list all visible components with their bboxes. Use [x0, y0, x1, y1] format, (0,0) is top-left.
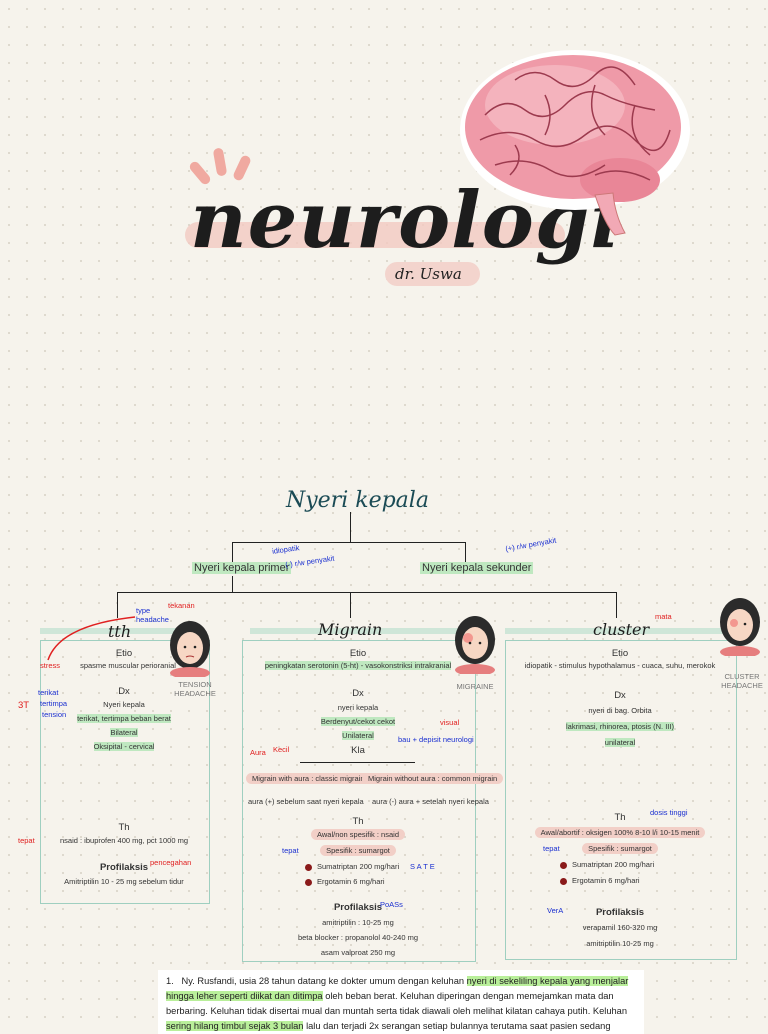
case-highlight-1: nyeri di sekeliling kepala yang menj	[466, 976, 613, 986]
migrain-etio: peningkatan serotonin (5-ht) - vasokonst…	[264, 661, 452, 670]
cluster-dx-3: unilateral	[604, 738, 636, 747]
cluster-dx-heading: Dx	[614, 690, 626, 701]
tth-dx-2: terikat, tertimpa beban berat	[77, 714, 171, 723]
migrain-dx-2: Berdenyut/cekot cekot	[320, 717, 396, 726]
cluster-headache-avatar	[720, 598, 760, 656]
tth-pro-heading: Profilaksis	[99, 862, 149, 873]
cluster-pro-note: VerA	[547, 906, 564, 915]
migrain-pro-1: amitriptilin : 10-25 mg	[322, 918, 394, 927]
sekunder-label: Nyeri kepala sekunder	[420, 562, 534, 574]
migrain-pro-2: beta blocker : propanolol 40-240 mg	[297, 933, 419, 942]
tree-root-title: Nyeri kepala	[286, 488, 429, 513]
cluster-th-3: Sumatriptan 200 mg/hari	[572, 860, 655, 869]
migrain-pro-3: asam valproat 250 mg	[320, 948, 396, 957]
tth-dx-heading: Dx	[118, 686, 130, 697]
tth-pro-note: pencegahan	[150, 858, 192, 867]
cluster-etio: idiopatik - stimulus hypothalamus - cuac…	[524, 661, 716, 670]
tth-etio: spasme muscular perioranial	[80, 661, 176, 670]
cluster-etio-heading: Etio	[611, 648, 629, 659]
migrain-dx-1: nyeri kepala	[337, 703, 379, 712]
case-text-1: Ny. Rusfandi, usia 28 tahun datang ke do…	[181, 976, 467, 986]
case-highlight-2: sering hilang timbul sejak 3 bulan	[166, 1021, 304, 1031]
migrain-th-heading: Th	[352, 816, 364, 827]
cluster-th-4: Ergotamin 6 mg/hari	[572, 876, 640, 885]
cluster-title: cluster	[593, 620, 650, 639]
case-question: 1. Ny. Rusfandi, usia 28 tahun datang ke…	[158, 970, 644, 1034]
author-name: dr. Uswa	[395, 265, 462, 283]
cluster-th-note: dosis tinggi	[650, 808, 688, 817]
cluster-dx-2: lakrimasi, rhinorea, ptosis (N. III)	[566, 722, 674, 731]
migrain-note-kecil: Kecil	[273, 745, 290, 754]
brain-illustration	[460, 50, 690, 236]
migrain-th-2-note: tepat	[282, 846, 299, 855]
cluster-th-1: Awal/abortif : oksigen 100% 8-10 l/i 10-…	[534, 827, 706, 838]
migrain-kla-2-desc: aura (-) aura + setelah nyeri kepala	[372, 797, 489, 806]
migrain-th-1: Awal/non spesifik : nsaid	[311, 829, 405, 840]
migrain-box	[242, 640, 476, 962]
migrain-kla-1-desc: aura (+) sebelum saat nyeri kepala	[248, 797, 364, 806]
migraine-avatar	[455, 616, 495, 674]
tth-th-note: tepat	[18, 836, 35, 845]
migrain-note-visual: visual	[440, 718, 460, 727]
tth-note-tekanan: tekanan	[168, 601, 195, 610]
note-no-disease: (-) r/w penyakit	[284, 553, 335, 570]
migrain-note-bunyi: bau + depisit neurologi	[398, 735, 474, 744]
migrain-avatar-caption: MIGRAINE	[456, 682, 494, 691]
note-with-disease: (+) r/w penyakit	[504, 535, 557, 554]
tth-pro-1: Amitriptilin 10 - 25 mg sebelum tidur	[64, 877, 184, 886]
tth-avatar-caption: TENSION HEADACHE	[174, 680, 216, 698]
migrain-title: Migrain	[318, 620, 383, 639]
cluster-th-2-note: tepat	[543, 844, 560, 853]
annotation-arrow	[47, 616, 136, 661]
migrain-kla-heading: Kla	[351, 745, 365, 756]
tth-title: tth	[108, 622, 132, 641]
tth-note-tertimpa: tertimpa	[40, 699, 68, 708]
tth-note-terikat: terikat	[38, 688, 59, 697]
case-text-4: lalu dan terjadi 2x serangan setiap bula…	[303, 1021, 611, 1031]
tth-dx-1: Nyeri kepala	[103, 700, 145, 709]
tension-headache-avatar	[170, 621, 210, 677]
migrain-th-4: Ergotamin 6 mg/hari	[317, 877, 385, 886]
tth-dx-4: Oksipital - cervical	[93, 742, 155, 751]
tth-th-1: nsaid : ibuprofen 400 mg, pct 1000 mg	[60, 836, 188, 845]
migrain-th-3: Sumatriptan 200 mg/hari	[317, 862, 400, 871]
cluster-title-note: mata	[655, 612, 672, 621]
case-number: 1.	[166, 976, 174, 986]
cluster-pro-heading: Profilaksis	[595, 907, 645, 918]
tth-etio-heading: Etio	[115, 648, 133, 659]
tth-dx-3: Bilateral	[110, 728, 138, 737]
cluster-pro-1: verapamil 160-320 mg	[582, 923, 658, 932]
title-highlight	[185, 222, 565, 248]
tth-th-heading: Th	[118, 822, 130, 833]
note-idiopatik: idiopatik	[271, 543, 301, 556]
cluster-avatar-caption: CLUSTER HEADACHE	[721, 672, 763, 690]
cluster-th-2: Spesifik : sumargot	[582, 843, 658, 854]
tth-note-tension: tension	[42, 710, 67, 719]
migrain-kla-1: Migrain with aura : classic migrain	[246, 773, 371, 784]
migrain-pro-note: PoASs	[380, 900, 403, 909]
tth-box	[40, 640, 210, 904]
migrain-dx-heading: Dx	[352, 688, 364, 699]
migrain-th-2: Spesifik : sumargot	[320, 845, 396, 856]
author-highlight	[385, 262, 480, 286]
cluster-th-heading: Th	[614, 812, 626, 823]
migrain-kla-2: Migrain without aura : common migrain	[362, 773, 504, 784]
primer-label: Nyeri kepala primer	[192, 562, 292, 574]
cluster-dx-1: nyeri di bag. Orbita	[588, 706, 652, 715]
migrain-note-aura: Aura	[250, 748, 266, 757]
migrain-dx-3: Unilateral	[342, 731, 374, 740]
cluster-box	[505, 640, 737, 960]
migrain-pro-heading: Profilaksis	[333, 902, 383, 913]
cluster-pro-2: amitriptilin 10-25 mg	[586, 939, 654, 948]
tth-note-3t: 3T	[18, 700, 30, 711]
case-text-3: oleh beban berat. Keluhan diperingan den…	[166, 991, 627, 1016]
migrain-th-note-sate: S A T E	[410, 862, 435, 871]
tth-note-type: type headache	[136, 606, 169, 624]
tth-etio-note: stress	[40, 661, 61, 670]
migrain-etio-heading: Etio	[349, 648, 367, 659]
